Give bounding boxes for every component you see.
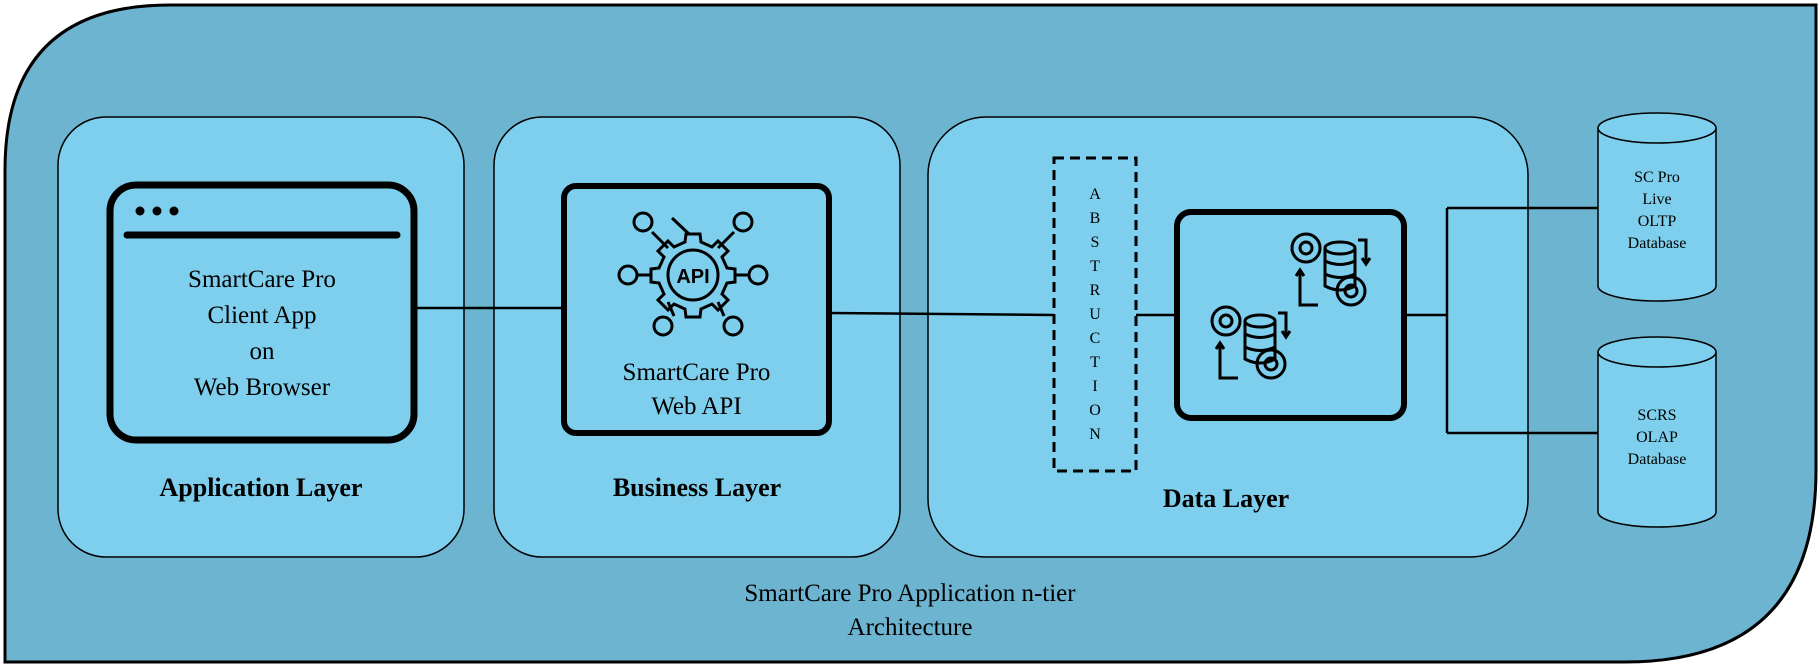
client-app-line: SmartCare Pro xyxy=(188,266,336,293)
web-api-text: SmartCare Pro Web API xyxy=(574,356,819,424)
client-app-line: Web Browser xyxy=(193,374,331,401)
olap-database-line: OLAP xyxy=(1636,429,1678,446)
connector-api-to-abstraction xyxy=(828,311,1055,317)
web-api-box xyxy=(561,183,832,436)
abstraction-letter: T xyxy=(1090,354,1100,371)
browser-window-icon xyxy=(106,181,418,444)
caption-line: Architecture xyxy=(847,614,973,641)
oltp-database-line: Database xyxy=(1627,235,1687,252)
olap-database-line: Database xyxy=(1627,451,1687,468)
abstraction-letter: B xyxy=(1089,210,1101,227)
abstraction-letter: I xyxy=(1092,378,1098,395)
abstraction-box xyxy=(1052,156,1138,473)
database-gears-icon xyxy=(1210,232,1372,380)
api-gear-network-icon: API xyxy=(617,211,769,337)
client-app-line: Client App xyxy=(207,302,317,329)
abstraction-letter: C xyxy=(1089,330,1101,347)
caption-line: SmartCare Pro Application n-tier xyxy=(744,580,1076,607)
olap-database-label: SCRS OLAP Database xyxy=(1603,405,1711,471)
web-api-line: Web API xyxy=(651,393,742,420)
oltp-database-cylinder xyxy=(1597,112,1717,302)
data-layer-label: Data Layer xyxy=(1162,484,1290,513)
olap-database-cylinder xyxy=(1597,336,1717,528)
diagram-caption: SmartCare Pro Application n-tier Archite… xyxy=(600,577,1220,645)
abstraction-letter: A xyxy=(1089,186,1101,203)
abstraction-letters: A B S T R U C T I O N xyxy=(1085,186,1105,456)
abstraction-letter: U xyxy=(1089,306,1101,323)
abstraction-letter: S xyxy=(1090,234,1100,251)
application-layer-label: Application Layer xyxy=(159,473,363,502)
abstraction-letter: N xyxy=(1089,426,1101,443)
data-access-box xyxy=(1174,209,1407,421)
svg-text:API: API xyxy=(676,266,709,288)
oltp-database-line: Live xyxy=(1642,191,1672,208)
abstraction-letter: O xyxy=(1089,402,1101,419)
client-app-line: on xyxy=(249,338,275,365)
client-app-text: SmartCare Pro Client App on Web Browser xyxy=(130,262,394,406)
abstraction-letter: R xyxy=(1089,282,1101,299)
web-api-line: SmartCare Pro xyxy=(622,359,771,386)
olap-database-line: SCRS xyxy=(1637,407,1677,424)
business-layer-label: Business Layer xyxy=(612,473,782,502)
abstraction-letter: T xyxy=(1090,258,1100,275)
oltp-database-line: OLTP xyxy=(1637,213,1677,230)
oltp-database-line: SC Pro xyxy=(1634,169,1680,186)
oltp-database-label: SC Pro Live OLTP Database xyxy=(1603,167,1711,255)
